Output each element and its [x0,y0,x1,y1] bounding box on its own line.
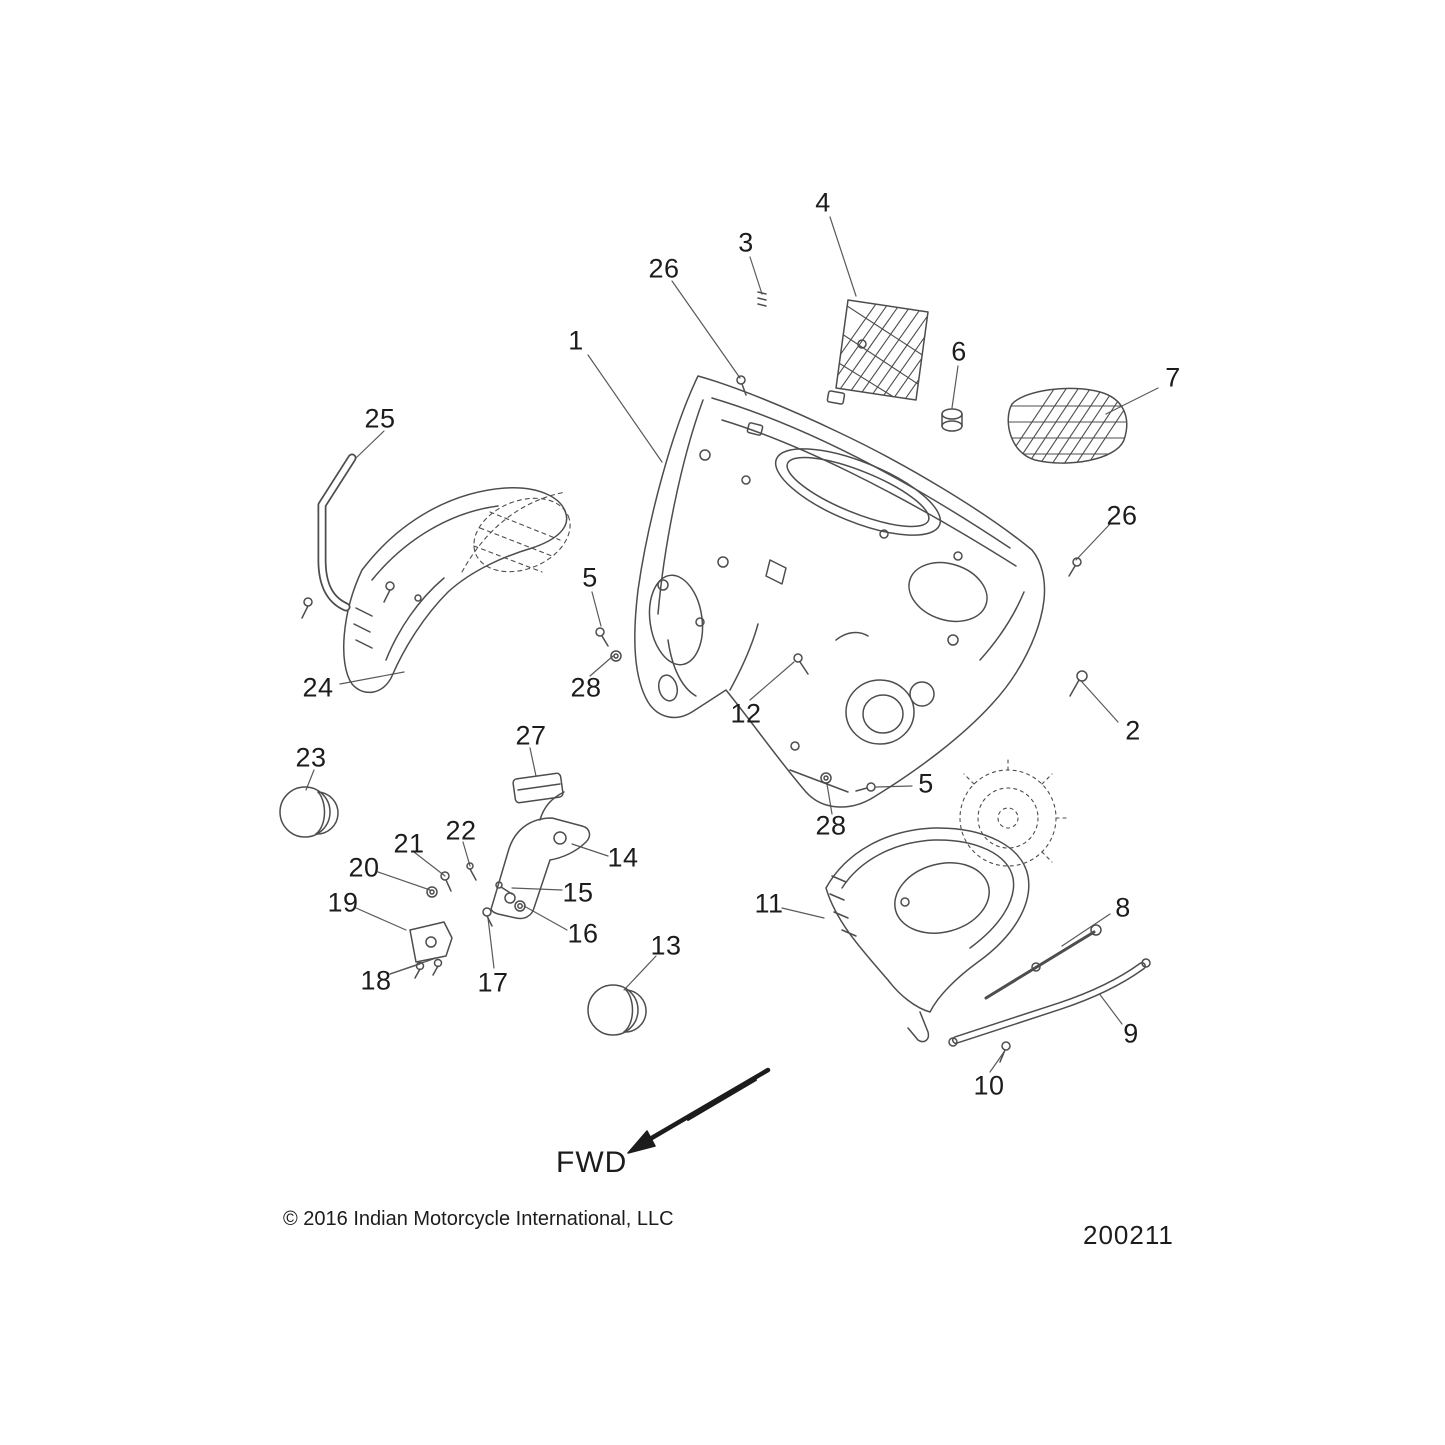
part-module [512,772,564,804]
part-latch-bracket [409,921,453,979]
callout-4: 4 [815,187,831,218]
callout-5-a: 5 [582,562,598,593]
fastener-screw-26-right [1068,557,1082,577]
callout-leader-lines [305,216,1159,1073]
callout-9: 9 [1123,1018,1139,1049]
callout-2: 2 [1125,715,1141,746]
fastener-stud-12 [793,653,809,675]
callout-26-b: 26 [1106,500,1138,531]
callout-20: 20 [348,852,380,883]
callout-22: 22 [445,815,477,846]
part-stay-rod [984,924,1102,1000]
callout-12: 12 [730,698,762,729]
part-support-tube [948,958,1151,1047]
fastener-screw-26-left [736,375,747,396]
fwd-arrow-icon [627,1067,771,1154]
callout-28-a: 28 [570,672,602,703]
callout-25: 25 [364,403,396,434]
callout-19: 19 [327,887,359,918]
part-side-grille [1007,387,1128,464]
callout-7: 7 [1165,362,1181,393]
callout-26-a: 26 [648,253,680,284]
callout-18: 18 [360,965,392,996]
callout-28-b: 28 [815,810,847,841]
part-bolt-10 [999,1041,1011,1063]
callout-11: 11 [754,888,784,919]
callout-15: 15 [562,877,594,908]
callout-1: 1 [568,325,584,356]
ghost-windshield [461,491,571,573]
callout-24: 24 [302,672,334,703]
fastener-screw-5-left [595,627,609,647]
fastener-screw-2 [1069,670,1088,697]
callout-10: 10 [973,1070,1005,1101]
callout-13: 13 [650,930,682,961]
copyright-text: © 2016 Indian Motorcycle International, … [283,1208,674,1230]
part-wind-deflector [342,487,568,694]
callout-23: 23 [295,742,327,773]
part-main-fairing [634,375,1046,808]
part-cap-lower [587,984,647,1036]
fastener-screw-5-right [855,782,876,792]
callout-21: 21 [393,828,425,859]
part-cap-left [279,786,339,838]
ghost-speaker [959,757,1071,867]
callout-8: 8 [1115,892,1131,923]
part-windshield-bracket [301,453,422,619]
callout-5-b: 5 [918,768,934,799]
washer-28-left [610,650,622,662]
part-lower-cover [825,827,1030,1043]
callout-16: 16 [567,918,599,949]
fastener-spring-3 [757,291,767,307]
callout-27: 27 [515,720,547,751]
diagram-number: 200211 [1083,1220,1174,1250]
hardware-cluster [426,862,526,927]
callout-17: 17 [477,967,509,998]
fastener-nut-6 [941,408,963,432]
washer-28-right [820,772,832,784]
callout-14: 14 [607,842,639,873]
fwd-label: FWD [556,1146,628,1179]
callout-6: 6 [951,336,967,367]
callout-3: 3 [738,227,754,258]
